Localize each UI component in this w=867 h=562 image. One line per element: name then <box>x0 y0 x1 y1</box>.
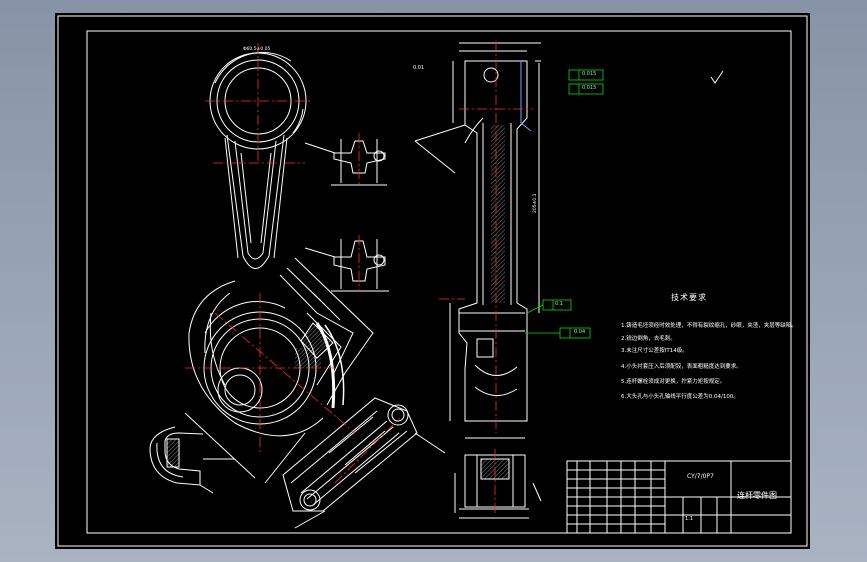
tech-line: 5.连杆螺栓须成对更换，拧紧力矩按规定。 <box>621 379 726 385</box>
drawing-title: 连杆零件图 <box>737 491 777 500</box>
datum-label: 0.015 <box>582 71 597 77</box>
cad-drawing <box>57 15 808 547</box>
datum-label: 0.01 <box>413 65 425 71</box>
tech-line: 4.小头衬套压入后须配铰，表面粗糙度达到要求。 <box>621 364 742 370</box>
i-section-views <box>304 139 389 292</box>
tech-title: 技术要求 <box>671 293 707 302</box>
bolt-boss-section <box>149 412 256 494</box>
drawing-ratio: 1:1 <box>685 516 694 522</box>
outer-border <box>57 15 808 547</box>
dimension-label: 205±0.1 <box>533 193 538 213</box>
dimension-label: Φ60.5±0.05 <box>243 47 271 52</box>
tech-line: 6.大头孔与小头孔轴线平行度公差为0.04/100。 <box>621 394 739 400</box>
datum-label: 0.015 <box>582 85 597 91</box>
datum-label: 0.1 <box>555 301 563 307</box>
conrod-side-view <box>414 42 541 422</box>
drawing-sheet: 技术要求 1.铸造毛坯须经时效处理，不得有裂纹缩孔，砂眼，夹渣，夹层等缺陷。 2… <box>55 13 810 549</box>
tolerance-frames <box>525 69 604 339</box>
conrod-bottom-view <box>454 437 542 519</box>
datum-label: 0.04 <box>574 329 586 335</box>
roughness-symbol <box>710 70 724 84</box>
centerlines <box>185 41 533 513</box>
inner-border <box>86 30 792 534</box>
tech-line: 1.铸造毛坯须经时效处理，不得有裂纹缩孔，砂眼，夹渣，夹层等缺陷。 <box>621 323 797 329</box>
drawing-code: CY/7/0P7 <box>687 473 714 480</box>
tech-line: 3.未注尺寸公差按IT14级。 <box>621 348 688 354</box>
conrod-front-view <box>188 51 374 437</box>
conrod-cap-view <box>264 397 446 529</box>
tech-line: 2.锐边倒角，去毛刺。 <box>621 336 676 342</box>
title-block-grid <box>566 460 792 534</box>
